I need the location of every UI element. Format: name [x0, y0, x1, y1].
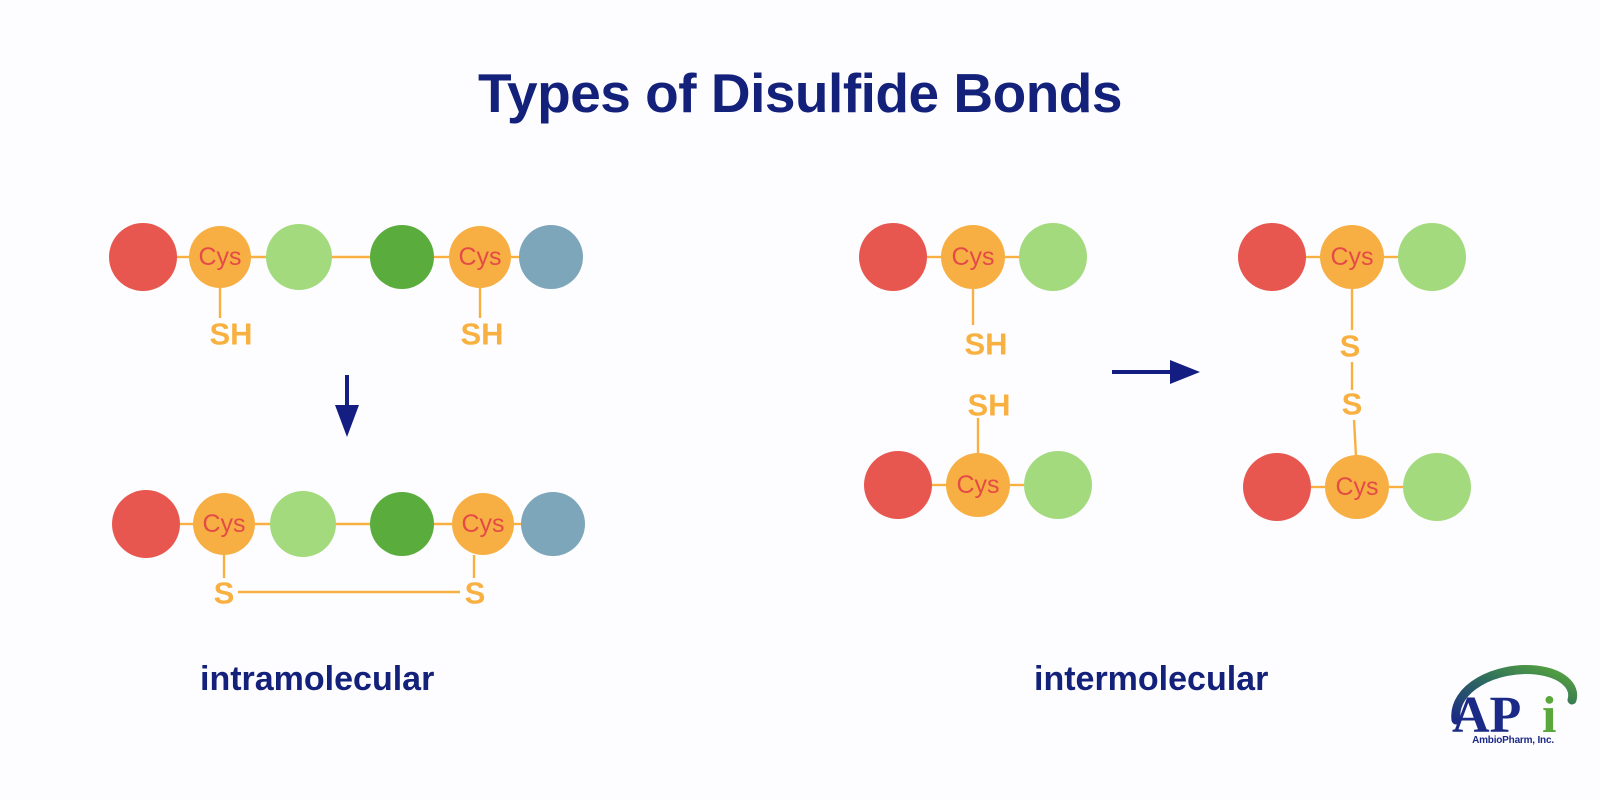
cys-label: Cys: [198, 243, 241, 271]
thiol-label-sh: SH: [967, 388, 1010, 423]
caption-intramolecular: intramolecular: [200, 660, 435, 698]
residue-circle: [109, 223, 177, 291]
residue-circle: [1243, 453, 1311, 521]
residue-circle-cys: [941, 225, 1005, 289]
right-product-chain-top: Cys: [1238, 223, 1466, 291]
cys-label: Cys: [202, 510, 245, 538]
residue-circle: [1238, 223, 1306, 291]
residue-circle: [521, 492, 585, 556]
left-reactant-chain: Cys Cys SH SH: [109, 223, 583, 352]
cys-label: Cys: [461, 510, 504, 538]
residue-circle: [1019, 223, 1087, 291]
residue-circle-cys: [449, 226, 511, 288]
sulfur-label-s: S: [1342, 387, 1363, 422]
cys-label: Cys: [956, 471, 999, 499]
cys-label: Cys: [458, 243, 501, 271]
sulfur-label-s: S: [465, 576, 486, 611]
sulfur-label-s: S: [1340, 329, 1361, 364]
sulfur-stem-lower: [1352, 419, 1358, 457]
left-product-chain: Cys Cys S S: [112, 490, 585, 611]
residue-circle: [370, 225, 434, 289]
residue-circle: [1398, 223, 1466, 291]
right-reactant-chain-bottom: Cys SH: [864, 388, 1092, 519]
residue-circle: [859, 223, 927, 291]
residue-circle-cys: [1325, 455, 1389, 519]
arrow-head: [335, 405, 359, 437]
thiol-label-sh: SH: [460, 317, 503, 352]
cys-label: Cys: [1330, 243, 1373, 271]
page-title: Types of Disulfide Bonds: [478, 62, 1122, 124]
residue-circle: [266, 224, 332, 290]
thiol-label-sh: SH: [209, 317, 252, 352]
residue-circle-cys: [452, 493, 514, 555]
logo-wordmark-ap: AP: [1452, 687, 1521, 744]
cys-label: Cys: [951, 243, 994, 271]
residue-circle-cys: [946, 453, 1010, 517]
ambiopharm-logo[interactable]: AP i: [1438, 658, 1588, 758]
residue-circle: [370, 492, 434, 556]
cys-label: Cys: [1335, 473, 1378, 501]
residue-circle: [1024, 451, 1092, 519]
disulfide-bond-vertical: S S: [1340, 289, 1363, 457]
reaction-arrow-right: [1112, 360, 1200, 384]
sulfur-label-s: S: [214, 576, 235, 611]
residue-circle-cys: [193, 493, 255, 555]
arrow-head: [1170, 360, 1200, 384]
residue-circle: [519, 225, 583, 289]
residue-circle: [1403, 453, 1471, 521]
caption-intermolecular: intermolecular: [1034, 660, 1269, 698]
residue-circle-cys: [1320, 225, 1384, 289]
thiol-label-sh: SH: [964, 327, 1007, 362]
residue-circle: [112, 490, 180, 558]
residue-circle: [270, 491, 336, 557]
residue-circle-cys: [189, 226, 251, 288]
reaction-arrow-down: [335, 375, 359, 437]
right-reactant-chain-top: Cys SH: [859, 223, 1087, 362]
residue-circle: [864, 451, 932, 519]
swoosh-icon: [1451, 665, 1578, 725]
logo-wordmark-i: i: [1542, 687, 1556, 744]
logo-company-name: AmbioPharm, Inc.: [1472, 735, 1554, 746]
right-product-chain-bottom: Cys: [1243, 453, 1471, 521]
